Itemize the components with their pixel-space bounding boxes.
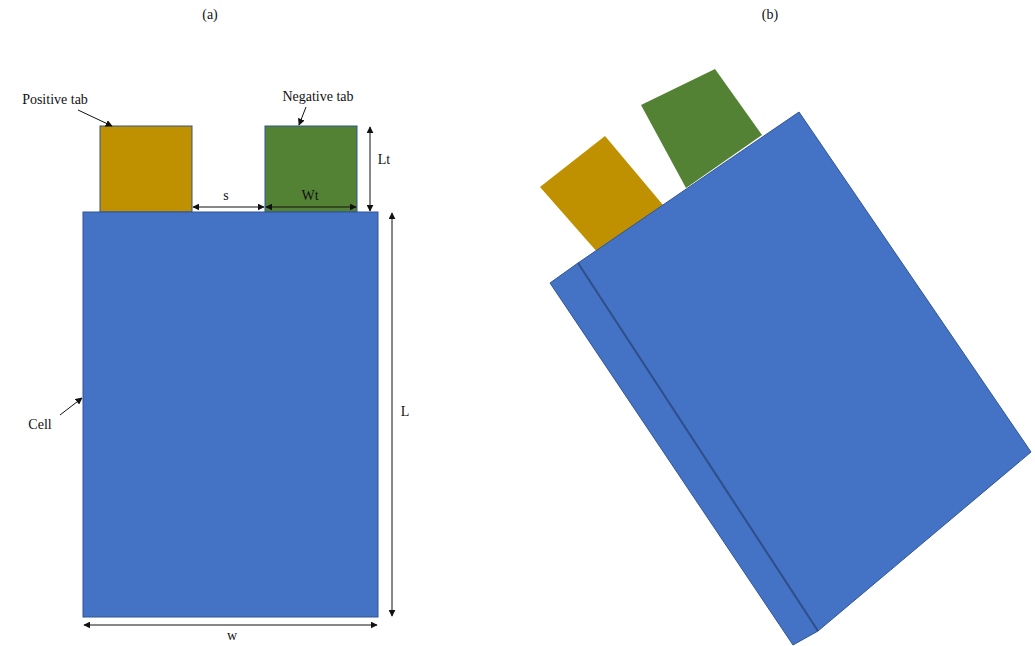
dimension-label: Wt xyxy=(301,188,318,203)
dimension-label: Cell xyxy=(28,417,51,432)
dimension-label: (a) xyxy=(202,7,218,22)
dimension-label: s xyxy=(223,188,228,203)
dimension-wt xyxy=(266,207,356,208)
positive-tab xyxy=(100,126,192,212)
dimension-label: L xyxy=(401,404,410,419)
dimension-l xyxy=(392,213,393,616)
dimension-label: Lt xyxy=(378,152,390,167)
leader-line xyxy=(78,110,112,126)
dimension-w xyxy=(84,625,377,626)
cell-body xyxy=(83,212,378,617)
negative-tab xyxy=(265,126,357,212)
dimension-label: (b) xyxy=(762,7,778,22)
cell-edge xyxy=(578,263,818,631)
dimension-lt xyxy=(370,127,371,211)
dimension-label: Negative tab xyxy=(282,89,353,104)
cell-face xyxy=(578,112,1031,631)
dimension-s xyxy=(193,207,264,208)
dimension-label: w xyxy=(227,628,237,643)
dimension-label: Positive tab xyxy=(22,92,88,107)
leader-line xyxy=(60,398,82,415)
leader-line xyxy=(299,107,306,125)
